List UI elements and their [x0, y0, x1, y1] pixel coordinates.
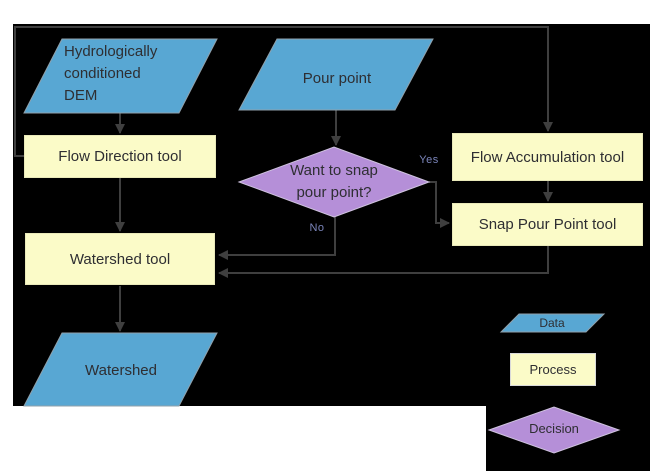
decision-label: Want to snap pour point?: [290, 162, 378, 201]
connector-snap-pour-point-to-watershed-tool: [218, 246, 549, 278]
legend-process-label: Process: [529, 362, 577, 377]
legend-process-box: Process: [510, 353, 596, 386]
legend-decision-label: Decision: [529, 421, 579, 436]
dem-label: Hydrologically conditioned DEM: [64, 43, 158, 104]
flow-direction-tool-label: Flow Direction tool: [58, 148, 182, 165]
connector-decision-yes-to-snap-pour-point: [429, 181, 450, 228]
connector-flow-direction-to-flow-accumulation: [14, 26, 553, 157]
legend-data-label: Data: [539, 316, 565, 330]
decision-diamond: [237, 146, 431, 218]
watershed-output-label: Watershed: [85, 362, 157, 379]
snap-pour-point-tool-box: Snap Pour Point tool: [452, 203, 643, 246]
pour-point-label: Pour point: [302, 70, 372, 87]
connector-decision-no-to-watershed-tool: [218, 217, 336, 260]
legend-data-parallelogram: [499, 313, 606, 333]
flow-accumulation-tool-box: Flow Accumulation tool: [452, 133, 643, 181]
no-edge-label: No: [309, 222, 325, 234]
legend-decision-diamond: [487, 406, 621, 454]
watershed-tool-label: Watershed tool: [69, 250, 171, 268]
flow-direction-tool-box: Flow Direction tool: [24, 135, 216, 178]
pour-point-parallelogram: [238, 38, 434, 111]
watershed-tool-box: Watershed tool: [25, 233, 215, 285]
dem-parallelogram: [23, 38, 218, 114]
yes-edge-label: Yes: [419, 154, 439, 166]
snap-pour-point-tool-label: Snap Pour Point tool: [478, 216, 617, 233]
flow-accumulation-tool-label: Flow Accumulation tool: [470, 148, 625, 166]
watershed-parallelogram: [23, 332, 218, 407]
